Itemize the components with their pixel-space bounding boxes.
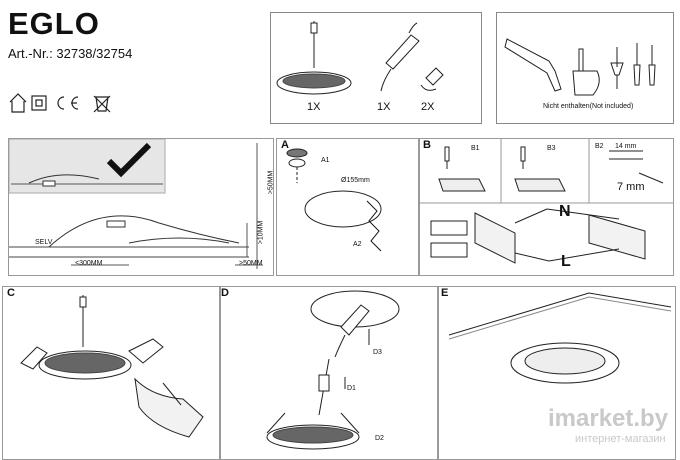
tools-svg [504, 38, 656, 96]
step-b1-label: B1 [471, 145, 480, 152]
cross-screwdriver-icon [648, 45, 656, 86]
step-a-panel: A A1 Ø155mm A2 [276, 138, 420, 276]
step-a-svg [286, 148, 382, 252]
step-b-panel: B B1 B3 B2 14 mm 7 mm N L [418, 138, 674, 276]
ceiling-corner [448, 292, 672, 336]
article-number: Art.-Nr.: 32738/32754 [8, 46, 133, 61]
brand-logo: EGLO [8, 6, 100, 41]
step-e-label: E [441, 287, 449, 299]
step-d-label: D [221, 287, 229, 299]
strip-7mm-label: 7 mm [617, 181, 645, 193]
step-d-panel-light [266, 424, 360, 450]
step-b-label: B [423, 139, 431, 151]
dim-50v-label: >50MM [267, 170, 275, 195]
certification-symbols [8, 92, 118, 114]
selv-label: SELV [35, 239, 53, 246]
step-e-svg [448, 292, 672, 384]
step-d2-label: D2 [375, 435, 384, 442]
ceiling-cutout [304, 190, 382, 228]
weee-bin-icon [93, 95, 111, 113]
parts-included-box: 1X 1X 2X [270, 12, 482, 124]
step-b3-label: B3 [547, 145, 556, 152]
step-a-label: A [281, 139, 289, 151]
step-b-svg [419, 139, 673, 264]
dim-10-label: >10MM [257, 220, 265, 245]
step-a-diameter: Ø155mm [341, 177, 370, 184]
drill-icon [572, 48, 600, 96]
installed-light-outer [510, 342, 620, 384]
tools-box: Nicht enthalten(Not included) [496, 12, 674, 124]
step-c-svg [20, 295, 204, 438]
wall-plug-icon [610, 47, 624, 89]
part-count-clips: 2X [421, 101, 435, 113]
indoor-house-icon [9, 93, 27, 113]
neutral-label: N [559, 203, 571, 220]
intro-ceiling-panel: SELV <300MM >50MM >10MM >50MM [8, 138, 274, 276]
watermark-sub: интернет-магазин [575, 433, 666, 445]
step-a1-label: A1 [321, 157, 330, 164]
parts-svg [276, 21, 444, 95]
panel-light-part [276, 71, 352, 95]
part-count-light: 1X [307, 101, 321, 113]
watermark-main: imarket.by [548, 405, 669, 432]
step-a2-label: A2 [353, 241, 362, 248]
driver-part [385, 34, 420, 70]
step-d1-label: D1 [347, 385, 356, 392]
step-b2-label: B2 [595, 143, 604, 150]
symbols-svg [9, 93, 111, 113]
step-c-panel: C [2, 286, 220, 460]
class-ii-inner-icon [35, 99, 43, 107]
flat-screwdriver-icon [633, 43, 641, 86]
saw-icon [504, 38, 562, 92]
part-count-driver: 1X [377, 101, 391, 113]
spring-clip-part [425, 67, 444, 86]
intro-svg [9, 139, 263, 269]
ce-e-icon [71, 96, 79, 110]
class-ii-outer-icon [31, 95, 47, 111]
step-d3-label: D3 [373, 349, 382, 356]
live-label: L [561, 253, 571, 270]
tools-not-included-note: Nicht enthalten(Not included) [543, 103, 634, 110]
strip-14mm-label: 14 mm [615, 143, 637, 150]
checkmark-icon [106, 142, 152, 178]
step-d-svg [266, 290, 400, 450]
ce-c-icon [57, 96, 65, 110]
step-c-label: C [7, 287, 15, 299]
step-c-panel-light [38, 350, 132, 380]
step-d-panel: D D3 D1 D2 [220, 286, 438, 460]
dim-50-label: >50MM [239, 260, 263, 267]
dim-300-label: <300MM [75, 260, 103, 267]
